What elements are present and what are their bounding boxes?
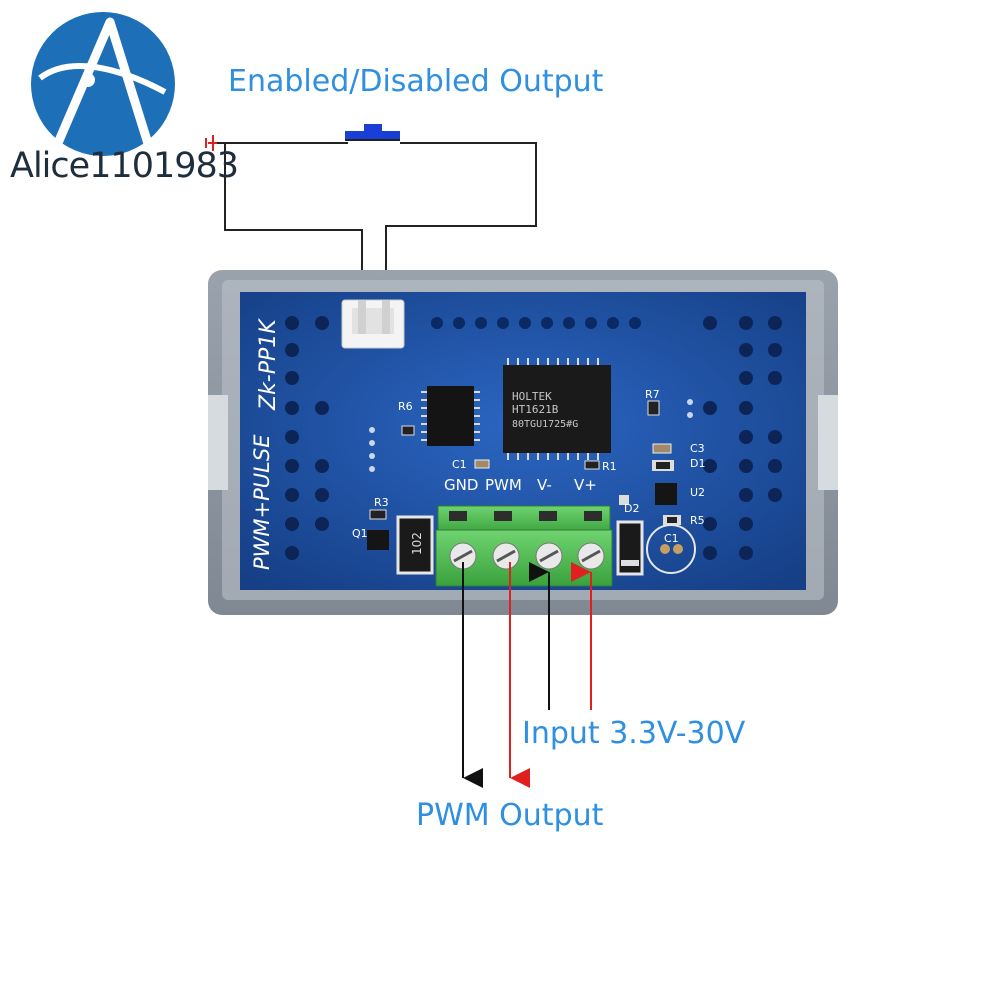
jst-connector bbox=[341, 299, 405, 349]
watermark-brand-text: Alice1101983 bbox=[10, 146, 239, 186]
ref-c1-top: C1 bbox=[452, 458, 467, 471]
board-model-label: Zk-PP1K bbox=[256, 318, 281, 411]
input-voltage-label: Input 3.3V-30V bbox=[522, 716, 746, 751]
ref-r7: R7 bbox=[645, 388, 660, 401]
push-button-icon bbox=[345, 124, 400, 141]
output-wires bbox=[462, 562, 530, 788]
terminal-label-vplus: V+ bbox=[574, 476, 597, 494]
ref-u2: U2 bbox=[690, 486, 705, 499]
ref-q1: Q1 bbox=[352, 527, 368, 540]
switch-circuit bbox=[205, 124, 537, 300]
input-wires bbox=[529, 562, 592, 710]
resistor-code: 102 bbox=[410, 532, 424, 555]
ref-r1: R1 bbox=[602, 460, 617, 473]
holtek-ic: HOLTEK HT1621B 80TGU1725#G bbox=[503, 358, 611, 460]
diode-d2 bbox=[616, 520, 644, 576]
ref-c1-bottom: C1 bbox=[664, 532, 679, 545]
ref-r5: R5 bbox=[690, 514, 705, 527]
ref-d1: D1 bbox=[690, 457, 705, 470]
circle-a-logo-icon bbox=[31, 12, 175, 156]
chip-code: 80TGU1725#G bbox=[512, 419, 578, 430]
terminal-label-vminus: V- bbox=[537, 476, 552, 494]
screw-vminus-icon bbox=[535, 542, 563, 570]
board-function-label: PWM+PULSE bbox=[250, 434, 274, 570]
terminal-label-pwm: PWM bbox=[485, 476, 522, 494]
switch-label: Enabled/Disabled Output bbox=[228, 64, 604, 99]
ref-r3: R3 bbox=[374, 496, 389, 509]
ref-c3: C3 bbox=[690, 442, 705, 455]
smd-parts: 102 bbox=[367, 400, 696, 576]
terminal-block bbox=[435, 505, 613, 587]
screw-vplus-icon bbox=[577, 542, 605, 570]
ref-r6: R6 bbox=[398, 400, 413, 413]
screw-pwm-icon bbox=[492, 542, 520, 570]
chip-part: HT1621B bbox=[512, 403, 559, 416]
pwm-output-label: PWM Output bbox=[416, 798, 604, 833]
screw-gnd-icon bbox=[449, 542, 477, 570]
capacitor-c1 bbox=[646, 524, 696, 574]
small-ic bbox=[421, 386, 480, 446]
resistor-102: 102 bbox=[396, 515, 434, 575]
ref-d2: D2 bbox=[624, 502, 639, 515]
terminal-label-gnd: GND bbox=[444, 476, 478, 494]
chip-brand: HOLTEK bbox=[512, 390, 552, 403]
